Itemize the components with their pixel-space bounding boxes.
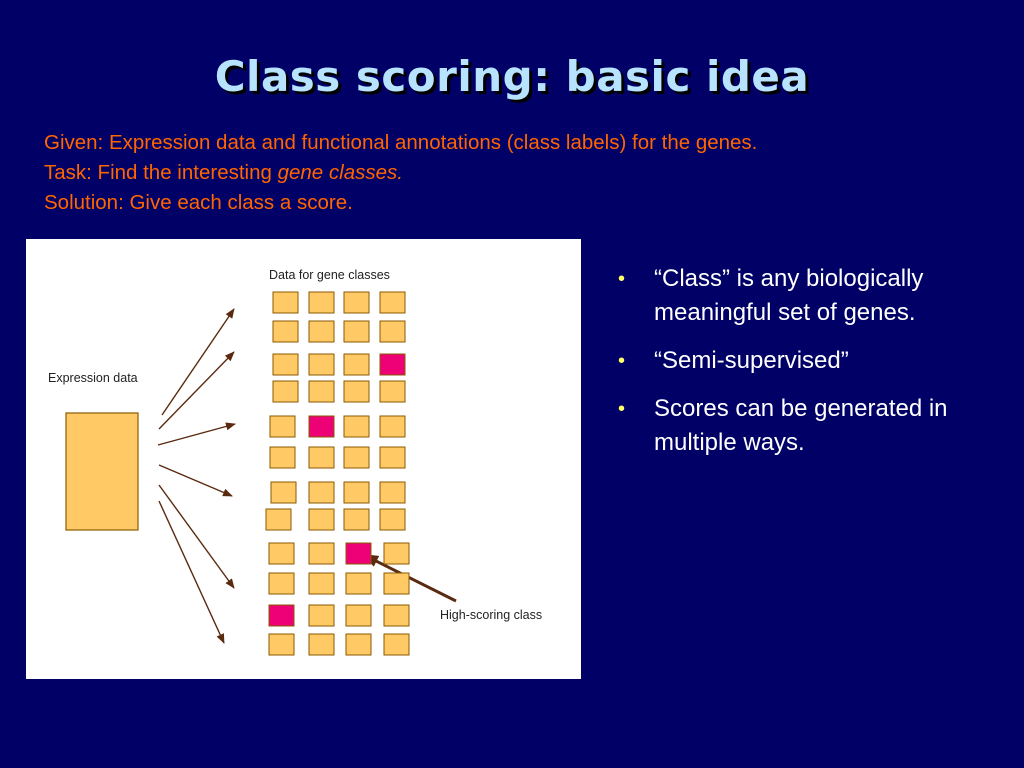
intro-text-block: Given: Expression data and functional an… [44, 128, 757, 218]
bullet-marker: • [618, 398, 626, 420]
gene-box [383, 604, 410, 627]
slide-title: Class scoring: basic idea [214, 52, 810, 101]
gene-box [308, 508, 335, 531]
figure-svg: Expression data Data for gene classes Hi… [48, 268, 542, 656]
bullet-marker: • [618, 350, 626, 372]
gene-box [308, 604, 335, 627]
bullet-text: “Class” is any biologically meaningful s… [654, 265, 924, 326]
mapping-arrow [158, 500, 225, 644]
gene-box [383, 572, 410, 595]
gene-box [268, 633, 295, 656]
gene-box [345, 633, 372, 656]
gene-box [343, 415, 370, 438]
highlighted-gene-box [379, 353, 406, 376]
bullet-text: Scores can be generated in multiple ways… [654, 395, 948, 456]
gene-box [343, 291, 370, 314]
gene-box [379, 291, 406, 314]
gene-box [308, 572, 335, 595]
bullet-text: “Semi-supervised” [654, 347, 849, 374]
gene-box [379, 481, 406, 504]
gene-box [272, 320, 299, 343]
gene-box [343, 380, 370, 403]
gene-box [272, 353, 299, 376]
bullet-item: • “Semi-supervised” [614, 344, 994, 378]
gene-classes-label: Data for gene classes [269, 268, 390, 282]
gene-class-grid [265, 291, 410, 656]
task-prefix: Task: Find the interesting [44, 161, 278, 184]
gene-box [308, 446, 335, 469]
mapping-arrow [158, 464, 233, 497]
gene-box [379, 415, 406, 438]
gene-box [343, 353, 370, 376]
gene-box [343, 446, 370, 469]
gene-class-figure: Expression data Data for gene classes Hi… [26, 239, 581, 679]
gene-box [272, 291, 299, 314]
gene-box [308, 542, 335, 565]
gene-box [345, 604, 372, 627]
high-scoring-pointer-arrow [362, 553, 457, 603]
mapping-arrow [158, 351, 235, 430]
gene-box [265, 508, 292, 531]
gene-box [345, 572, 372, 595]
bullet-item: • “Class” is any biologically meaningful … [614, 262, 994, 330]
gene-box [379, 446, 406, 469]
gene-box [343, 320, 370, 343]
gene-box [308, 380, 335, 403]
gene-box [383, 542, 410, 565]
expression-data-label: Expression data [48, 371, 138, 385]
gene-box [308, 633, 335, 656]
gene-box [308, 481, 335, 504]
gene-box [269, 415, 296, 438]
gene-box [379, 508, 406, 531]
task-line: Task: Find the interesting gene classes. [44, 158, 757, 188]
gene-box [379, 320, 406, 343]
gene-box [379, 380, 406, 403]
bullet-item: • Scores can be generated in multiple way… [614, 392, 994, 460]
solution-line: Solution: Give each class a score. [44, 191, 353, 214]
mapping-arrow [161, 308, 235, 416]
gene-box [308, 291, 335, 314]
gene-box [343, 481, 370, 504]
mapping-arrow [157, 422, 236, 446]
gene-box [272, 380, 299, 403]
bullet-list: • “Class” is any biologically meaningful … [614, 262, 994, 474]
given-line: Given: Expression data and functional an… [44, 131, 758, 154]
expression-data-box [65, 412, 139, 531]
highlighted-gene-box [268, 604, 295, 627]
gene-box [269, 446, 296, 469]
gene-box [270, 481, 297, 504]
gene-box [268, 572, 295, 595]
bullet-marker: • [618, 268, 626, 290]
mapping-arrow [158, 484, 235, 589]
highlighted-gene-box [308, 415, 335, 438]
gene-box [343, 508, 370, 531]
highlighted-gene-box [345, 542, 372, 565]
task-emphasis: gene classes. [277, 161, 403, 184]
gene-box [383, 633, 410, 656]
gene-box [268, 542, 295, 565]
gene-box [308, 353, 335, 376]
gene-box [308, 320, 335, 343]
arrow-group [157, 308, 457, 644]
high-scoring-label: High-scoring class [440, 608, 542, 622]
